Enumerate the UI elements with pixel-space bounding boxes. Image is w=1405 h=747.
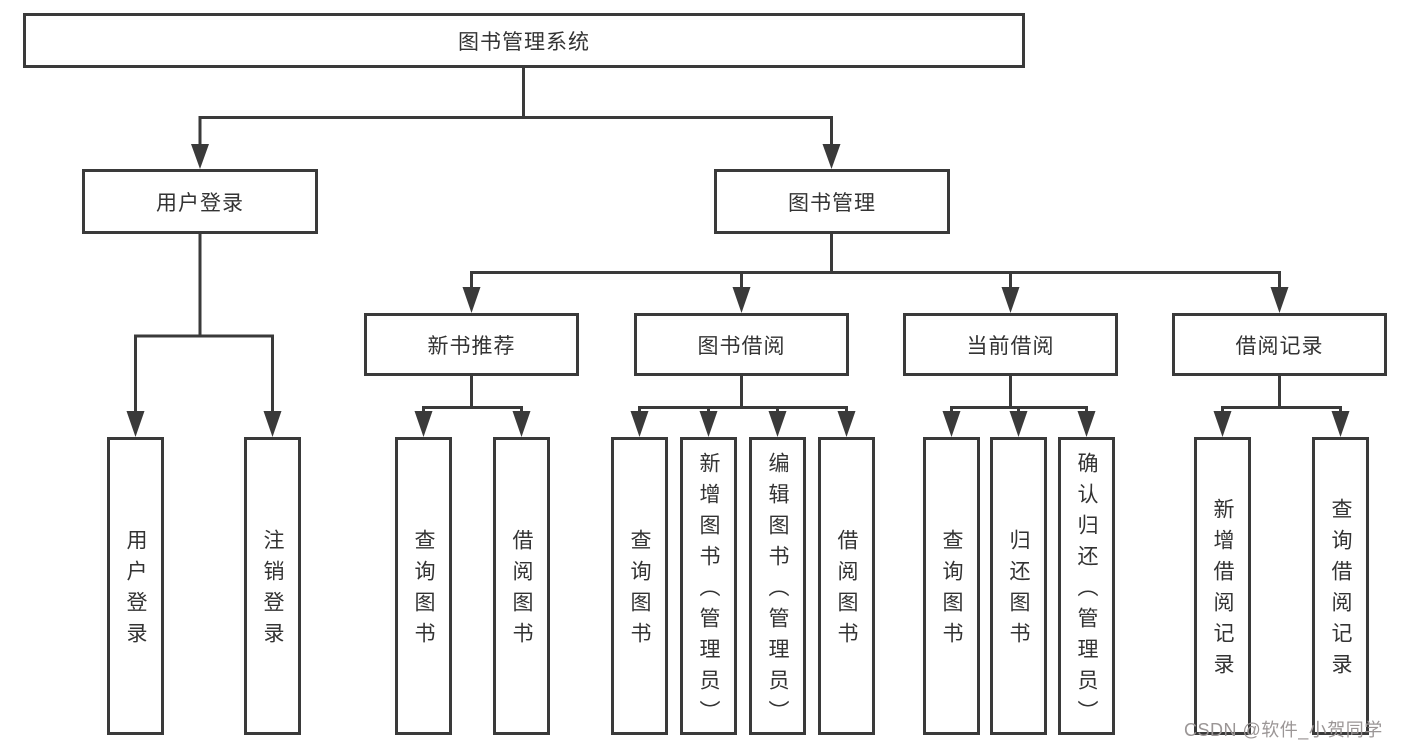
- node-book-management: 图书管理: [714, 169, 950, 234]
- leaf-current-return-book: 归还图书: [990, 437, 1047, 735]
- leaf-label: 借阅图书: [510, 529, 533, 653]
- leaf-label: 归还图书: [1007, 529, 1030, 653]
- leaf-borrowing-borrow-book: 借阅图书: [818, 437, 875, 735]
- node-user-login: 用户登录: [82, 169, 318, 234]
- leaf-label: 查询图书: [940, 529, 963, 653]
- leaf-borrowing-query-book: 查询图书: [611, 437, 668, 735]
- leaf-label: 借阅图书: [835, 529, 858, 653]
- leaf-records-add-record: 新增借阅记录: [1194, 437, 1251, 735]
- leaf-label: 查询图书: [628, 529, 651, 653]
- leaf-label: 查询图书: [412, 529, 435, 653]
- leaf-records-query-record: 查询借阅记录: [1312, 437, 1369, 735]
- leaf-borrowing-edit-book-admin: 编辑图书（管理员）: [749, 437, 806, 735]
- leaf-borrowing-add-book-admin: 新增图书（管理员）: [680, 437, 737, 735]
- node-new-book-recommend: 新书推荐: [364, 313, 579, 376]
- csdn-watermark: CSDN @软件_小贺同学: [1184, 720, 1383, 740]
- node-current-borrowing: 当前借阅: [903, 313, 1118, 376]
- leaf-user-login: 用户登录: [107, 437, 164, 735]
- leaf-label: 查询借阅记录: [1329, 498, 1352, 684]
- leaf-current-confirm-return-admin: 确认归还（管理员）: [1058, 437, 1115, 735]
- node-library-management-system: 图书管理系统: [23, 13, 1025, 68]
- leaf-label: 确认归还（管理员）: [1075, 451, 1098, 731]
- leaf-label: 编辑图书（管理员）: [766, 451, 789, 731]
- leaf-label: 新增借阅记录: [1211, 498, 1234, 684]
- leaf-recommend-query-book: 查询图书: [395, 437, 452, 735]
- node-book-borrowing: 图书借阅: [634, 313, 849, 376]
- leaf-recommend-borrow-book: 借阅图书: [493, 437, 550, 735]
- leaf-label: 用户登录: [124, 529, 147, 653]
- leaf-label: 新增图书（管理员）: [697, 451, 720, 731]
- leaf-current-query-book: 查询图书: [923, 437, 980, 735]
- leaf-logout: 注销登录: [244, 437, 301, 735]
- node-borrowing-records: 借阅记录: [1172, 313, 1387, 376]
- leaf-label: 注销登录: [261, 529, 284, 653]
